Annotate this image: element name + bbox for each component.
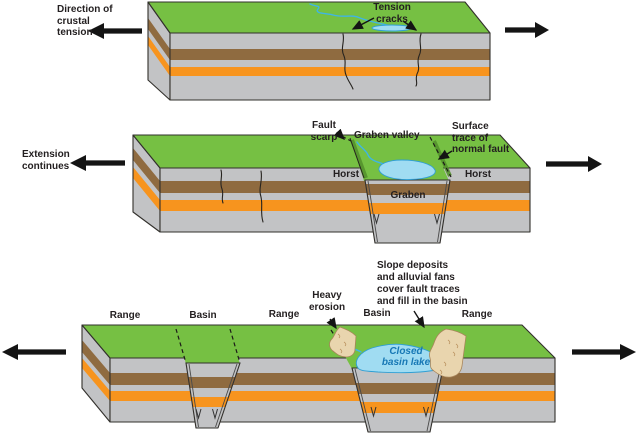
- stage1-left-orange-stripe: [148, 36, 170, 76]
- stage1-left-tension-arrow: [88, 23, 142, 39]
- stage2-lake: [378, 159, 436, 180]
- stage1-block: [88, 1, 549, 101]
- basin-middle-label: Basin: [363, 308, 391, 319]
- tension-crack-pointer-right: [402, 20, 418, 31]
- stage1-brown-layer: [170, 49, 490, 60]
- graben-orange-layer: [365, 203, 450, 214]
- stage3-left-orange-stripe: [82, 358, 110, 401]
- heavy-erosion-pointer: [326, 317, 337, 330]
- stage2-orange-layer: [160, 200, 530, 211]
- left-graben-right-tick: [212, 408, 218, 420]
- left-alluvial-fan: [329, 326, 357, 358]
- graben-label: Graben: [390, 190, 426, 201]
- stage2-brown-layer: [160, 181, 530, 193]
- stage1-right-tension-arrow: [505, 22, 549, 38]
- extension-continues-label: Extension continues: [22, 149, 70, 172]
- horst-left-label: Horst: [332, 169, 360, 180]
- stage2-left-extension-arrow: [70, 155, 125, 171]
- central-graben-left-tick: [370, 406, 377, 418]
- range-middle-label: Range: [268, 309, 300, 320]
- fault-scarp-pointer: [333, 128, 345, 140]
- stage2-crack-2: [259, 170, 264, 223]
- graben-left-slip-tick: [373, 213, 380, 225]
- left-graben-outline: [185, 362, 241, 429]
- stage1-pond: [371, 24, 413, 32]
- heavy-erosion-label: Heavy erosion: [308, 290, 346, 313]
- fault-scarp-edge: [349, 137, 365, 179]
- stage3-block: [2, 310, 636, 433]
- stage2-left-brown-stripe: [133, 148, 160, 193]
- central-graben-left-fault: [354, 368, 371, 432]
- fault-scarp-label: Fault scarp: [310, 120, 338, 143]
- right-alluvial-fan: [429, 328, 467, 378]
- central-basin-graben: [351, 367, 444, 433]
- stage1-front-face: [170, 33, 490, 100]
- stage3-orange-layer: [110, 391, 555, 401]
- left-graben-brown-layer: [186, 377, 240, 388]
- left-graben-right-fault: [215, 363, 238, 428]
- graben-outline: [364, 179, 451, 244]
- graben-block: [364, 179, 451, 244]
- graben-right-slip-tick: [434, 213, 440, 225]
- graben-valley-label: Graben valley: [354, 130, 420, 141]
- stage2-block: [70, 128, 602, 244]
- stage3-top-face: [81, 324, 556, 359]
- tension-cracks-label: Tension cracks: [373, 2, 411, 25]
- central-graben-right-tick: [423, 406, 429, 418]
- surface-trace-label: Surface trace of normal fault: [452, 121, 510, 155]
- fault-scarp-shading: [350, 139, 368, 179]
- central-graben-brown-layer: [352, 383, 443, 394]
- graben-brown-layer: [365, 184, 450, 195]
- closed-basin-lake-label: Closed basin lake: [381, 346, 431, 368]
- left-basin-floor: [176, 329, 240, 364]
- left-graben-left-tick: [195, 408, 202, 420]
- fan-speckles: [337, 333, 459, 375]
- stage1-orange-layer: [170, 67, 490, 76]
- stage2-stream: [356, 141, 385, 165]
- stage3-brown-layer: [110, 373, 555, 385]
- left-basin-left-fault-trace: [175, 328, 187, 364]
- stage3-left-brown-stripe: [82, 340, 110, 385]
- stage3-right-extension-arrow: [572, 344, 636, 360]
- direction-of-crustal-tension-label: Direction of crustal tension: [57, 4, 113, 38]
- stage3-front-face: [110, 358, 555, 422]
- central-graben-orange-layer: [352, 402, 443, 413]
- tension-crack-right: [415, 33, 422, 87]
- stage2-right-extension-arrow: [546, 156, 602, 172]
- left-graben-left-fault: [188, 363, 199, 428]
- tension-crack-pointer-left: [351, 17, 375, 30]
- range-left-label: Range: [109, 310, 141, 321]
- tension-crack-left: [341, 33, 354, 90]
- range-right-label: Range: [461, 309, 493, 320]
- basin-left-label: Basin: [189, 310, 217, 321]
- surface-trace-pointer: [437, 149, 453, 160]
- stage2-left-orange-stripe: [133, 167, 160, 211]
- left-basin-graben: [185, 362, 241, 429]
- slope-deposits-label: Slope deposits and alluvial fans cover f…: [377, 260, 468, 307]
- stage3-left-extension-arrow: [2, 344, 66, 360]
- left-basin-right-fault-trace: [229, 328, 241, 364]
- slope-deposits-pointer: [413, 310, 425, 329]
- left-graben-orange-layer: [186, 397, 240, 407]
- graben-right-fault-line: [437, 180, 448, 243]
- horst-right-label: Horst: [464, 169, 492, 180]
- central-graben-right-fault: [426, 368, 441, 432]
- stage1-left-brown-stripe: [148, 18, 170, 60]
- graben-left-fault-line: [367, 180, 378, 243]
- stage2-crack-1: [220, 169, 224, 204]
